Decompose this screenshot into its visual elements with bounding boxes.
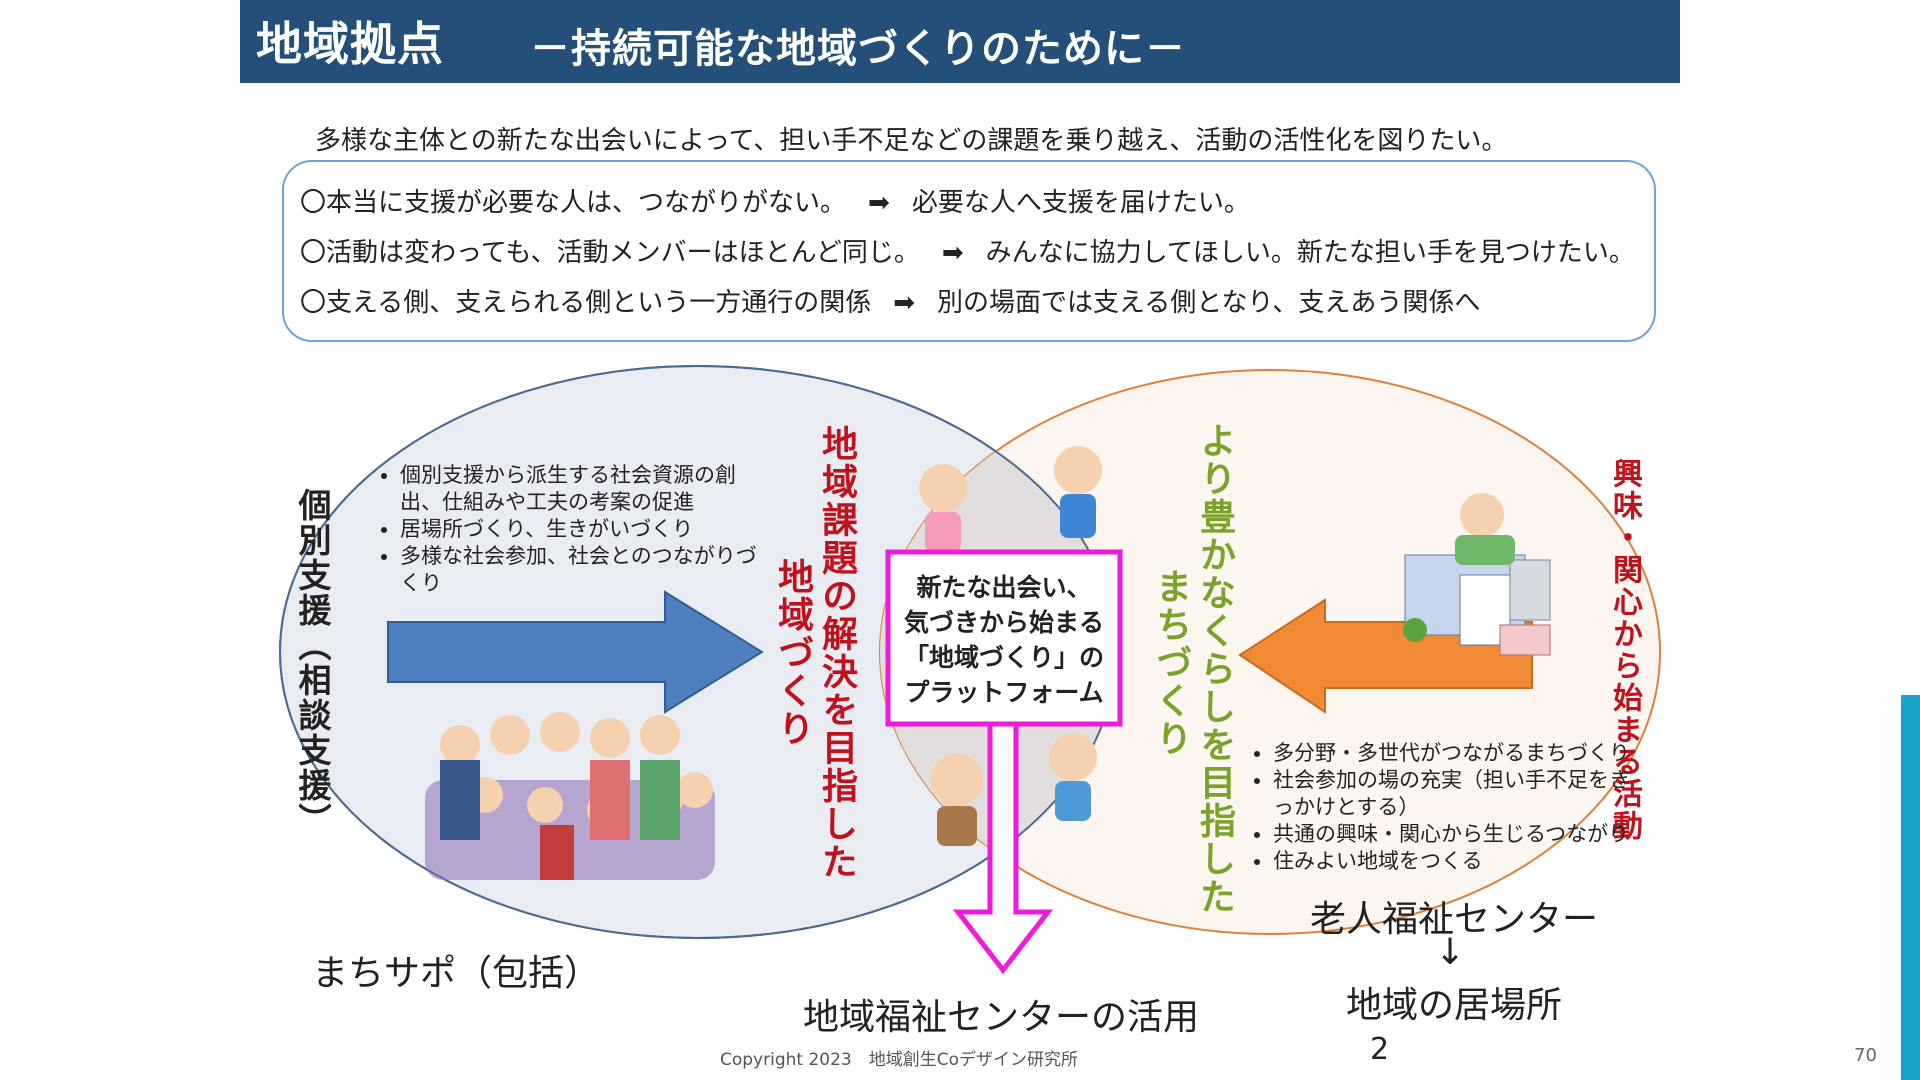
left-bullet-list: 個別支援から派生する社会資源の創出、仕組みや工夫の考案の促進 居場所づくり、生き…	[372, 462, 770, 597]
list-item: 共通の興味・関心から生じるつながり	[1273, 821, 1633, 848]
people-group-illustration	[425, 712, 715, 880]
page-subtitle: －持続可能な地域づくりのために－	[530, 26, 1186, 72]
issue-problem: 〇活動は変わっても、活動メンバーはほとんど同じ。	[300, 238, 920, 268]
platform-line: 新たな出会い、	[916, 573, 1092, 602]
issue-problem: 〇本当に支援が必要な人は、つながりがない。	[300, 188, 847, 218]
side-accent-bar	[1901, 695, 1920, 1080]
left-vertical-label: 個別支援（相談支援）	[293, 488, 332, 838]
page-number: 70	[1854, 1045, 1877, 1066]
list-item: 多分野・多世代がつながるまちづくり	[1273, 740, 1633, 767]
platform-line: プラットフォーム	[904, 678, 1104, 707]
right-red-label: 興味・関心から始まる活動	[1607, 458, 1642, 842]
list-item: 多様な社会参加、社会とのつながりづくり	[400, 543, 770, 597]
list-item: 住みよい地域をつくる	[1273, 848, 1633, 875]
right-bullet-list: 多分野・多世代がつながるまちづくり 社会参加の場の充実（担い手不足をきっかけとす…	[1245, 740, 1633, 875]
page-title: 地域拠点	[256, 17, 444, 71]
platform-text: 新たな出会い、 気づきから始まる 「地域づくり」の プラットフォーム	[893, 570, 1115, 710]
right-green-text-1: より豊かなくらしを目指した	[1194, 422, 1235, 916]
down-arrow-icon: ↓	[1435, 932, 1466, 973]
platform-line: 「地域づくり」の	[903, 643, 1104, 672]
left-caption: まちサポ（包括）	[312, 953, 601, 994]
footer-number: 2	[1370, 1032, 1390, 1067]
issue-problem: 〇支える側、支えられる側という一方通行の関係	[300, 288, 872, 318]
list-item: 居場所づくり、生きがいづくり	[400, 516, 770, 543]
issue-goal: みんなに協力してほしい。新たな担い手を見つけたい。	[985, 238, 1635, 268]
center-caption: 地域福祉センターの活用	[803, 997, 1200, 1038]
intro-text: 多様な主体との新たな出会いによって、担い手不足などの課題を乗り越え、活動の活性化…	[315, 126, 1508, 156]
issue-row: 〇活動は変わっても、活動メンバーはほとんど同じ。 ➡ みんなに協力してほしい。新たな…	[300, 232, 1635, 269]
right-arrow-icon: ➡	[868, 188, 890, 218]
right-caption-top: 老人福祉センター	[1310, 899, 1599, 940]
town-illustration	[1403, 493, 1551, 656]
platform-box	[885, 549, 1123, 727]
issue-goal: 別の場面では支える側となり、支えあう関係へ	[937, 288, 1481, 318]
issue-goal: 必要な人へ支援を届けたい。	[911, 188, 1250, 218]
right-caption-bottom: 地域の居場所	[1346, 985, 1563, 1026]
list-item: 社会参加の場の充実（担い手不足をきっかけとする）	[1273, 767, 1633, 821]
copyright-text: Copyright 2023 地域創生Coデザイン研究所	[720, 1050, 1079, 1070]
left-red-text-1: 地域課題の解決を目指した	[816, 425, 857, 881]
right-green-text-2: まちづくり	[1150, 568, 1191, 758]
title-bar: 地域拠点 －持続可能な地域づくりのために－	[240, 0, 1680, 83]
issue-row: 〇支える側、支えられる側という一方通行の関係 ➡ 別の場面では支える側となり、支えあ…	[300, 282, 1480, 319]
left-red-text-2: 地域づくり	[772, 558, 813, 748]
issue-row: 〇本当に支援が必要な人は、つながりがない。 ➡ 必要な人へ支援を届けたい。	[300, 182, 1250, 219]
right-arrow-icon: ➡	[893, 288, 916, 318]
platform-line: 気づきから始まる	[903, 608, 1104, 637]
list-item: 個別支援から派生する社会資源の創出、仕組みや工夫の考案の促進	[400, 462, 770, 516]
blue-right-arrow	[387, 590, 764, 714]
magenta-down-arrow	[952, 721, 1054, 975]
right-arrow-icon: ➡	[941, 238, 964, 268]
issues-box: 〇本当に支援が必要な人は、つながりがない。 ➡ 必要な人へ支援を届けたい。 〇活動は…	[282, 160, 1656, 342]
people-overlap-illustration	[919, 446, 1102, 846]
